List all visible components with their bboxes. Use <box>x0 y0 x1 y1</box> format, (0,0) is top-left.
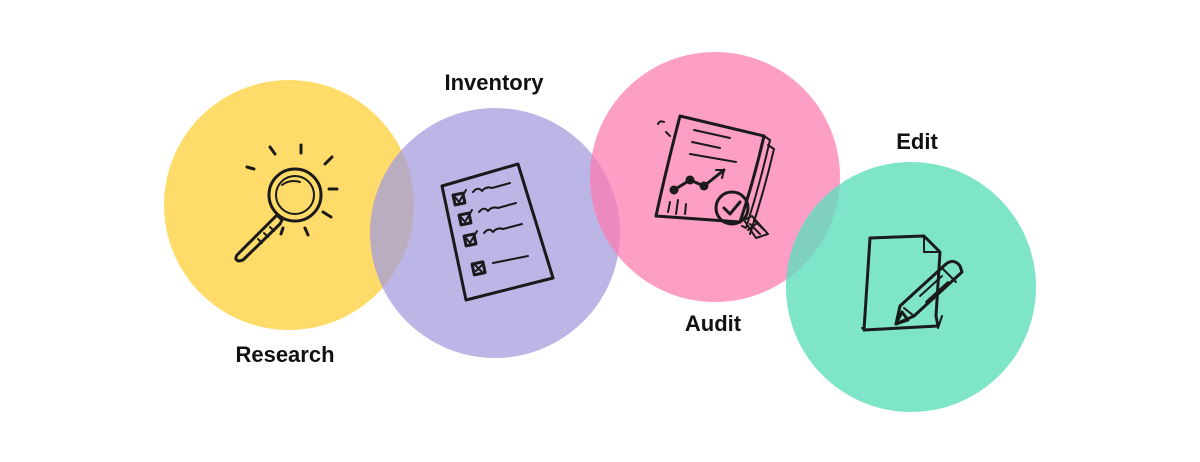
audit-label: Audit <box>684 311 742 336</box>
audit-report-icon <box>654 114 775 239</box>
inventory-circle <box>370 108 620 358</box>
inventory-label: Inventory <box>444 70 544 95</box>
checklist-icon <box>440 162 555 302</box>
research-label: Research <box>235 342 335 367</box>
magnifying-glass-icon <box>234 143 339 263</box>
pencil-document-icon <box>861 234 964 332</box>
edit-circle <box>786 162 1036 412</box>
edit-label: Edit <box>896 129 938 154</box>
